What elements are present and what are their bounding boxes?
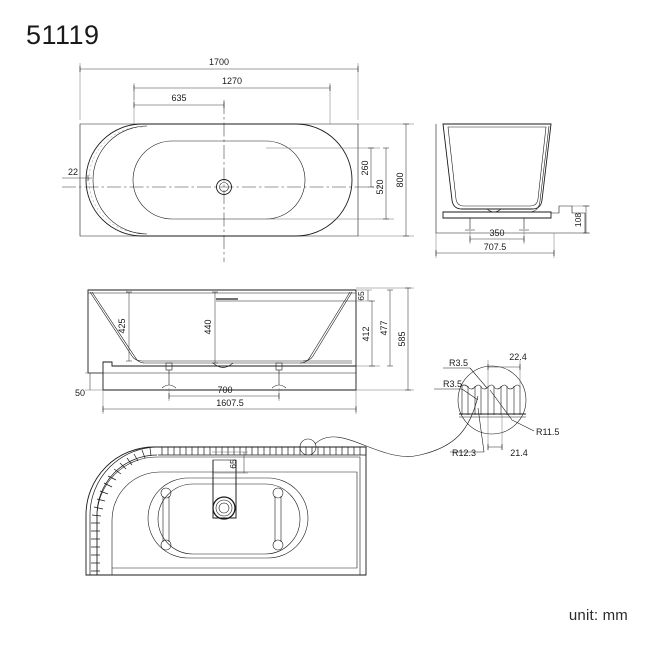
dim-plan-inner-length: 1270 xyxy=(222,76,242,86)
bottom-inner-outline xyxy=(96,456,361,575)
dim-detail-pitch-upper: 22.4 xyxy=(509,352,527,362)
dimtick-425 xyxy=(126,291,132,362)
front-drain-bump xyxy=(212,362,234,368)
dim-detail-radius-right: R11.5 xyxy=(536,427,559,437)
end-foot-right xyxy=(519,218,529,231)
leader-radius-top xyxy=(443,367,488,389)
dim-detail-radius-left: R3.5 xyxy=(443,379,462,389)
dimtick-440 xyxy=(212,291,218,364)
bottom-ribbed-edge xyxy=(89,446,367,575)
bottom-drain-outer-ring xyxy=(212,496,236,520)
bottom-drain-mid-ring xyxy=(215,499,233,517)
bottom-basin-outline-2 xyxy=(157,483,301,555)
dimtick-16075 xyxy=(102,406,357,412)
front-right-slope-2 xyxy=(299,291,351,364)
dim-bottom-drain-offset: 65 xyxy=(228,459,238,469)
bottom-outer-body xyxy=(85,446,367,576)
front-base-plinth xyxy=(102,366,357,391)
unit-note: unit: mm xyxy=(568,607,628,624)
top-plan-view: 1700 1270 635 22 260 520 xyxy=(62,57,414,262)
dimtick-214 xyxy=(487,444,503,450)
dim-detail-radius-bottom-left: R12.3 xyxy=(452,448,476,458)
end-tub-inner xyxy=(447,126,547,207)
plan-inner-basin xyxy=(132,140,306,220)
detail-rib-profile xyxy=(459,384,526,418)
end-tub-outer xyxy=(442,123,552,210)
front-tub-body xyxy=(87,289,357,374)
dim-plan-overall-width: 800 xyxy=(395,172,405,187)
dimtick-1700 xyxy=(79,66,359,72)
dimtick-350 xyxy=(469,236,525,242)
dim-front-body-height: 412 xyxy=(361,326,371,341)
bottom-basin-outline xyxy=(147,477,309,559)
dim-detail-pitch-lower: 21.4 xyxy=(510,448,528,458)
dimtick-477 xyxy=(387,289,393,367)
dimtick-412 xyxy=(369,300,375,367)
dim-front-rim-thickness: 65 xyxy=(356,291,366,301)
bottom-drain-inner-ring xyxy=(218,502,230,514)
dim-front-inner-depth: 440 xyxy=(203,319,213,334)
plan-outer-body xyxy=(85,123,353,237)
end-tub-right-skin xyxy=(529,125,550,213)
dimtick-224 xyxy=(487,364,521,370)
dim-front-overall-height: 585 xyxy=(397,331,407,346)
leader-radius-left xyxy=(434,388,479,401)
bottom-rail-left xyxy=(160,487,172,551)
dim-plan-wall-offset: 22 xyxy=(68,167,78,177)
front-left-slope xyxy=(89,291,352,362)
dim-detail-radius-top: R3.5 xyxy=(449,358,468,368)
dim-front-overall-length: 1607.5 xyxy=(216,398,244,408)
dimtick-700 xyxy=(168,393,280,399)
plan-wall-inner-line xyxy=(92,125,148,235)
right-end-elevation-view: 350 707.5 108 xyxy=(435,123,590,258)
detail-circle-boundary xyxy=(457,365,527,435)
dimtick-635 xyxy=(133,102,225,108)
leader-radius-bottom-left xyxy=(450,407,485,453)
dim-plan-overall-length: 1700 xyxy=(209,57,229,67)
bottom-inner-outline-2 xyxy=(111,471,358,575)
dimtick-260 xyxy=(368,147,374,188)
end-base-ledge xyxy=(442,211,552,219)
dim-end-skirt-height: 108 xyxy=(573,213,583,227)
edge-profile-detail-view: 22.4 R3.5 R3.5 R11.5 R12.3 21.4 xyxy=(299,352,559,458)
front-left-slope-2 xyxy=(91,291,352,364)
dim-plan-inner-width: 260 xyxy=(360,160,370,175)
dimtick-108 xyxy=(583,205,589,234)
dim-end-overall-width: 707.5 xyxy=(484,242,507,252)
front-foot-left xyxy=(161,362,177,389)
front-elevation-view: 425 440 65 412 477 585 xyxy=(75,287,414,414)
dim-plan-mid-width: 520 xyxy=(375,179,385,194)
dimtick-520 xyxy=(383,147,389,220)
dimtick-7075 xyxy=(435,250,555,256)
dim-front-left-height: 425 xyxy=(117,318,127,333)
leader-radius-right xyxy=(489,389,535,432)
detail-leader-curve xyxy=(314,395,479,457)
dim-plan-half-length: 635 xyxy=(171,93,186,103)
page-title: 51119 xyxy=(26,20,100,50)
dim-front-upper-height: 477 xyxy=(379,320,389,335)
end-outer-skirt xyxy=(435,124,586,234)
dimtick-585 xyxy=(405,287,411,391)
dim-end-foot-span: 350 xyxy=(489,228,504,238)
front-right-slope xyxy=(302,291,353,362)
dimtick-800 xyxy=(403,123,409,237)
bottom-waste-plate xyxy=(212,459,237,519)
front-foot-right xyxy=(271,362,287,389)
end-foot-left xyxy=(465,218,475,231)
bottom-rail-right xyxy=(272,487,284,551)
end-drain-bump xyxy=(486,208,502,213)
plan-wall-offset-line xyxy=(88,126,143,234)
dim-front-foot-span: 700 xyxy=(217,385,232,395)
dim-front-plinth-height: 50 xyxy=(75,388,85,398)
bottom-underside-view: 65 xyxy=(85,446,367,576)
